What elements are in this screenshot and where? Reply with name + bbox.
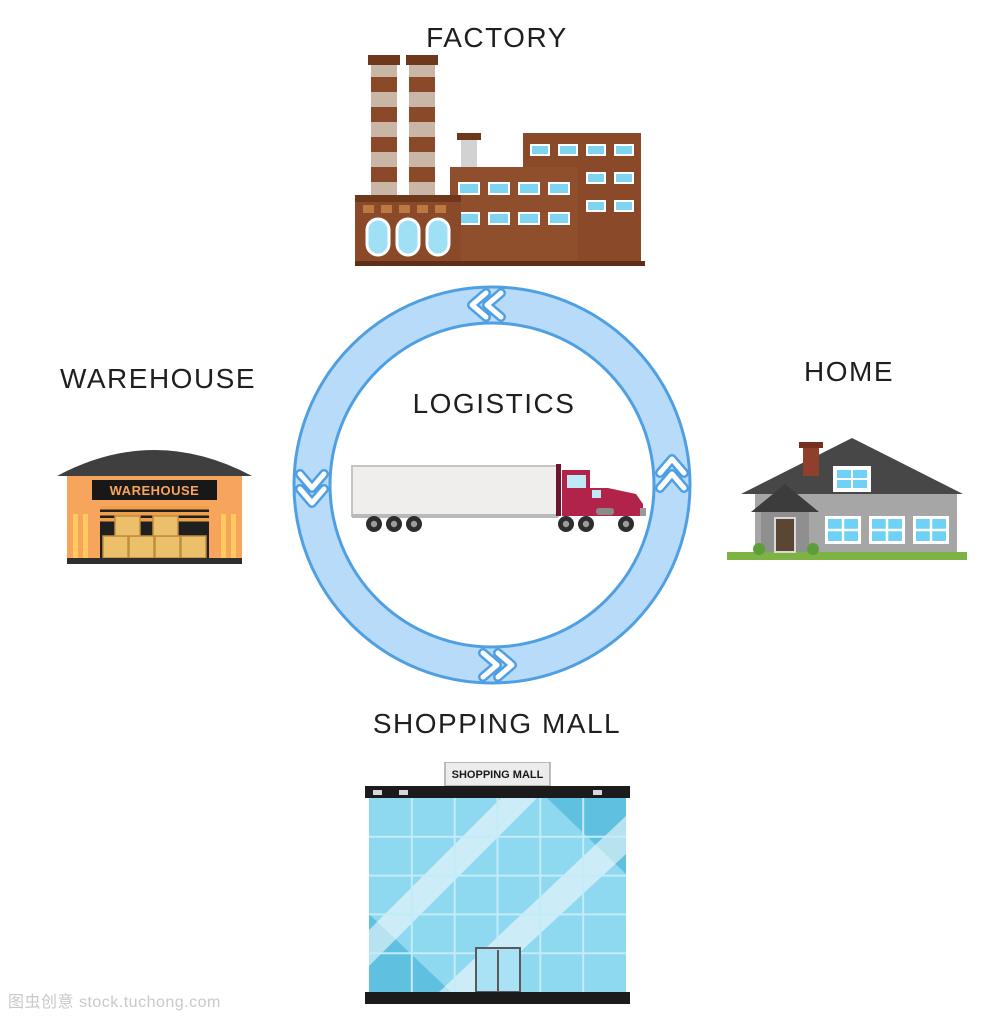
- mall-glass-grid: [369, 798, 626, 992]
- home-label: HOME: [804, 356, 894, 387]
- truck-cab: [556, 464, 646, 516]
- mall-roof-band: [365, 786, 630, 798]
- factory-chimneys: [368, 55, 438, 197]
- truck-illustration: [351, 464, 646, 532]
- warehouse-illustration: WAREHOUSE: [57, 450, 252, 564]
- mall-base: [365, 992, 630, 1004]
- chevron-up-icon: [655, 454, 689, 493]
- home-illustration: [727, 438, 967, 560]
- warehouse-wall-stripes: [73, 514, 236, 562]
- chevron-left-icon: [467, 288, 506, 322]
- warehouse-boxes: [102, 515, 207, 559]
- shopping-mall-label: SHOPPING MALL: [372, 708, 622, 739]
- warehouse-base: [67, 558, 242, 564]
- home-grass: [727, 552, 967, 560]
- home-porch: [751, 484, 819, 553]
- factory-vent: [457, 133, 481, 167]
- ring-outer-edge: [292, 285, 692, 685]
- logistics-label: LOGISTICS: [412, 388, 576, 419]
- home-chimney: [799, 442, 823, 476]
- shopping-mall-illustration: SHOPPING MALL: [365, 762, 630, 1004]
- ring-inner-edge: [328, 321, 656, 649]
- mall-sign-text: SHOPPING MALL: [452, 769, 544, 781]
- warehouse-label: WAREHOUSE: [59, 363, 257, 394]
- warehouse-sign-text: WAREHOUSE: [110, 483, 200, 498]
- home-bushes: [753, 543, 819, 555]
- mall-entrance-door: [475, 947, 521, 993]
- factory-middle-building: [450, 167, 578, 263]
- factory-illustration: [355, 55, 645, 266]
- warehouse-sign: WAREHOUSE: [92, 480, 217, 500]
- warehouse-roof: [57, 450, 252, 476]
- truck-wheels: [366, 516, 634, 532]
- factory-left-building: [355, 195, 461, 263]
- mall-sign: SHOPPING MALL: [444, 762, 551, 787]
- home-door: [774, 517, 796, 553]
- home-windows: [825, 516, 949, 544]
- chevron-right-icon: [478, 648, 517, 682]
- chevron-down-icon: [295, 469, 329, 508]
- factory-label: FACTORY: [426, 22, 568, 53]
- logistics-cycle-ring: [292, 285, 692, 685]
- truck-trailer: [351, 465, 559, 518]
- factory-ground: [355, 261, 645, 266]
- watermark: 图虫创意 stock.tuchong.com: [8, 994, 221, 1011]
- home-attic-window: [833, 466, 871, 492]
